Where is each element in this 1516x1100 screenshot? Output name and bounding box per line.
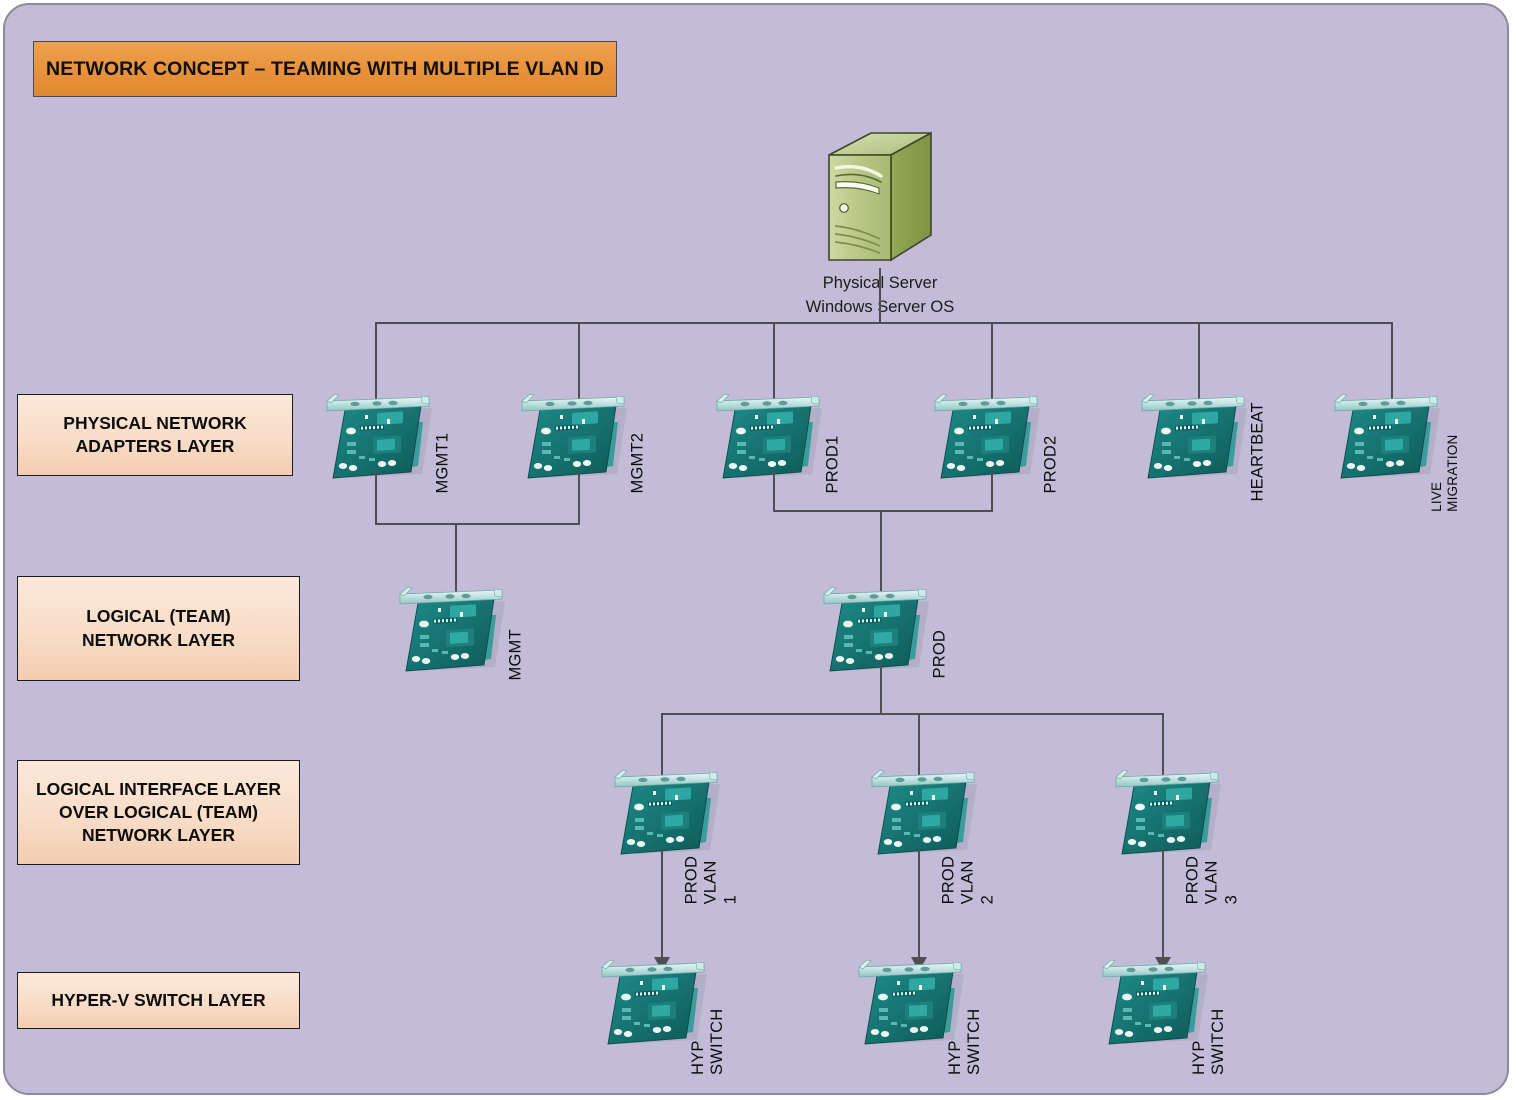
connector-bus-to-heartbeat	[1198, 322, 1200, 400]
connector-bus-to-mgmt2	[578, 322, 580, 400]
connector-prod-team-bar	[773, 510, 993, 512]
nic-prod-vlan-3: PROD VLAN 3	[1114, 768, 1241, 904]
connector-prod1-down	[773, 470, 775, 511]
connector-vlan-bus	[661, 713, 1164, 715]
nic-label-mgmt2: MGMT2	[628, 432, 647, 494]
connector-mgmt-team-drop	[455, 523, 457, 605]
nic-hyp-switch-2: HYP SWITCH	[857, 958, 984, 1075]
connector-vlan3-to-switch3	[1162, 849, 1164, 963]
connector-bus-to-mgmt1	[375, 322, 377, 400]
connector-bus-to-prod-vlan-1	[661, 713, 663, 778]
nic-label-mgmt1: MGMT1	[433, 432, 452, 494]
nic-hyp-switch-3: HYP SWITCH	[1101, 958, 1228, 1075]
nic-prod1: PROD1	[715, 392, 842, 493]
physical-server-icon: Physical Server Windows Server OS	[806, 130, 954, 316]
connector-prod2-down	[991, 470, 993, 511]
layer-label-text: HYPER-V SWITCH LAYER	[51, 989, 266, 1010]
connector-bus-to-prod-vlan-2	[918, 713, 920, 778]
nic-label-mgmt-team: MGMT	[506, 629, 525, 681]
layer-label-logical-team-network: LOGICAL (TEAM) NETWORK LAYER	[17, 576, 300, 681]
diagram-title-banner: NETWORK CONCEPT – TEAMING WITH MULTIPLE …	[33, 41, 617, 97]
connector-server-to-bus	[879, 268, 881, 323]
nic-prod-vlan-1: PROD VLAN 1	[613, 768, 740, 904]
nic-label-prod-vlan-1: PROD VLAN 1	[682, 855, 740, 905]
nic-mgmt1: MGMT1	[325, 392, 452, 493]
nic-heartbeat: HEARTBEAT	[1140, 392, 1267, 501]
layer-label-text: LOGICAL (TEAM) NETWORK LAYER	[82, 606, 235, 650]
connector-bus-to-prod2	[991, 322, 993, 400]
connector-mgmt1-down	[375, 470, 377, 523]
nic-mgmt2: MGMT2	[520, 392, 647, 493]
nic-live-migration: LIVE MIGRATION	[1333, 392, 1460, 512]
nic-label-prod-vlan-3: PROD VLAN 3	[1183, 855, 1241, 905]
server-caption: Physical Server Windows Server OS	[805, 274, 955, 316]
connector-physical-bus	[375, 322, 1392, 324]
nic-prod-team: PROD	[822, 585, 949, 678]
page-title: NETWORK CONCEPT – TEAMING WITH MULTIPLE …	[46, 57, 604, 80]
layer-label-logical-interface: LOGICAL INTERFACE LAYER OVER LOGICAL (TE…	[17, 760, 300, 865]
nic-label-hyp-switch-1: HYP SWITCH	[689, 1008, 727, 1075]
connector-vlan1-to-switch1	[661, 849, 663, 963]
connector-prod-team-drop	[880, 510, 882, 591]
nic-label-prod1: PROD1	[823, 435, 842, 494]
layer-label-physical-network-adapters: PHYSICAL NETWORK ADAPTERS LAYER	[17, 394, 293, 476]
nic-label-hyp-switch-3: HYP SWITCH	[1190, 1008, 1228, 1075]
nic-label-prod-team: PROD	[930, 629, 949, 679]
nic-prod2: PROD2	[933, 392, 1060, 493]
connector-prod-team-to-vlan-bus	[880, 665, 882, 714]
connector-vlan2-to-switch2	[918, 849, 920, 963]
connector-bus-to-prod1	[773, 322, 775, 400]
diagram-frame	[3, 3, 1509, 1095]
connector-bus-to-live-migration	[1391, 322, 1393, 400]
nic-hyp-switch-1: HYP SWITCH	[600, 958, 727, 1075]
nic-prod-vlan-2: PROD VLAN 2	[870, 768, 997, 904]
layer-label-text: LOGICAL INTERFACE LAYER OVER LOGICAL (TE…	[35, 778, 282, 846]
nic-label-heartbeat: HEARTBEAT	[1248, 402, 1267, 502]
layer-label-hyper-v-switch: HYPER-V SWITCH LAYER	[17, 972, 300, 1029]
nic-label-live-migration: LIVE MIGRATION	[1429, 434, 1461, 512]
nic-mgmt-team: MGMT	[398, 585, 525, 680]
nic-label-prod2: PROD2	[1041, 435, 1060, 494]
connector-bus-to-prod-vlan-3	[1162, 713, 1164, 778]
connector-mgmt-team-bar	[375, 523, 580, 525]
nic-label-prod-vlan-2: PROD VLAN 2	[939, 855, 997, 905]
connector-mgmt2-down	[578, 470, 580, 523]
layer-label-text: PHYSICAL NETWORK ADAPTERS LAYER	[63, 412, 247, 456]
nic-label-hyp-switch-2: HYP SWITCH	[946, 1008, 984, 1075]
